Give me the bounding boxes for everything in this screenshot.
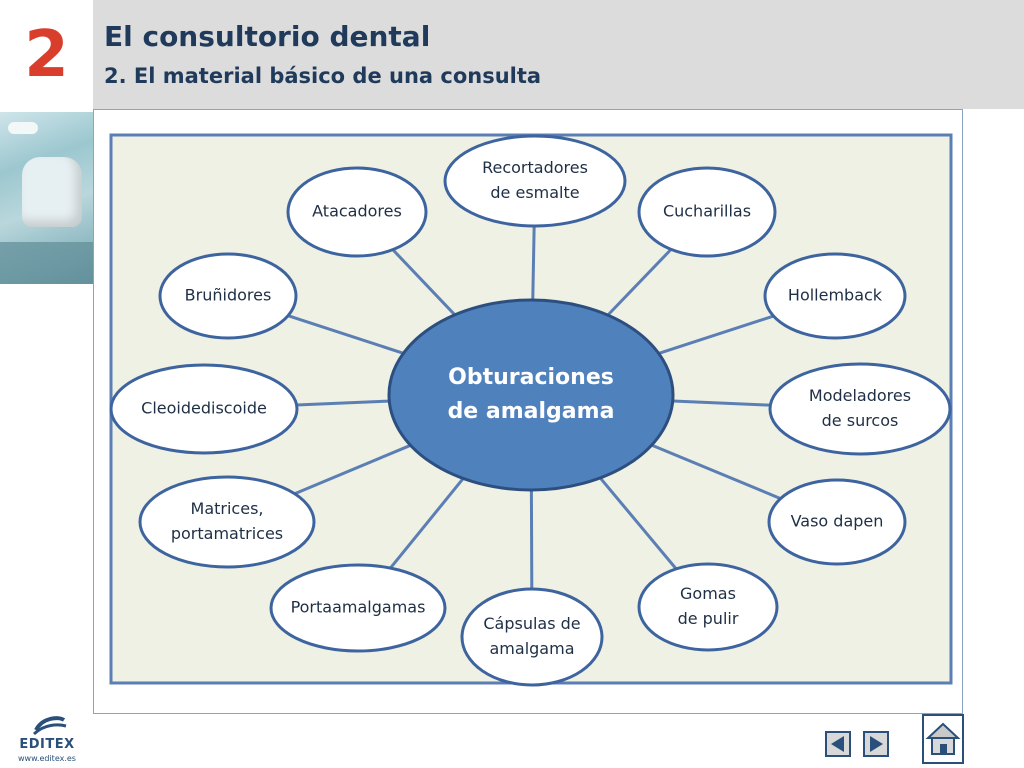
node-label-capsulas-line: amalgama xyxy=(490,639,575,658)
dental-office-photo xyxy=(0,112,93,284)
connector-atacadores xyxy=(391,248,456,316)
node-label-matrices-line: Matrices, xyxy=(191,499,264,518)
header-bar xyxy=(93,0,1024,109)
node-capsulas xyxy=(460,587,604,687)
logo-url: www.editex.es xyxy=(18,754,76,763)
node-label-cucharillas: Cucharillas xyxy=(663,202,751,221)
node-label-vaso-dapen: Vaso dapen xyxy=(791,512,884,531)
node-portaamalgamas xyxy=(269,563,447,653)
connector-portaamalgamas xyxy=(389,477,465,570)
editex-logo: EDITEX www.editex.es xyxy=(14,712,80,764)
node-gomas xyxy=(637,562,779,652)
node-label-recortadores-line: Recortadores xyxy=(482,158,588,177)
node-label-hollemback-line: Hollemback xyxy=(788,286,883,305)
node-atacadores xyxy=(286,166,428,258)
connector-cucharillas xyxy=(606,248,673,317)
node-label-modeladores-line: Modeladores xyxy=(809,386,911,405)
connector-brunidores xyxy=(287,314,404,355)
node-label-modeladores-line: de surcos xyxy=(822,411,899,430)
node-brunidores xyxy=(158,252,298,340)
page-subtitle: 2. El material básico de una consulta xyxy=(104,64,542,88)
node-label-cucharillas-line: Cucharillas xyxy=(663,202,751,221)
node-label-gomas-line: Gomas xyxy=(680,584,736,603)
connector-modeladores xyxy=(672,399,771,407)
node-cleoidediscoide xyxy=(109,363,299,455)
node-hollemback xyxy=(763,252,907,340)
triangle-right-icon xyxy=(870,736,883,752)
connector-hollemback xyxy=(658,314,774,355)
photo-dental-chair xyxy=(22,157,82,227)
node-label-cleoidediscoide-line: Cleoidediscoide xyxy=(141,399,267,418)
node-label-capsulas-line: Cápsulas de xyxy=(483,614,580,633)
connector-recortadores xyxy=(531,225,536,301)
center-group: Obturaciones de amalgama xyxy=(387,298,675,492)
node-label-recortadores: Recortadores de esmalte xyxy=(482,158,588,202)
node-recortadores xyxy=(443,134,627,228)
photo-floor xyxy=(0,242,93,284)
connectors xyxy=(287,225,782,590)
node-label-vaso-dapen-line: Vaso dapen xyxy=(791,512,884,531)
center-node-label-line: Obturaciones xyxy=(448,365,614,390)
connector-gomas xyxy=(599,476,678,570)
node-label-portaamalgamas: Portaamalgamas xyxy=(291,598,426,617)
editex-logo-icon xyxy=(32,716,67,736)
photo-lamp xyxy=(8,122,38,134)
node-label-brunidores: Bruñidores xyxy=(185,286,272,305)
center-node-label: Obturaciones de amalgama xyxy=(448,365,615,424)
node-vaso-dapen xyxy=(767,478,907,566)
center-node xyxy=(387,298,675,492)
node-label-gomas-line: de pulir xyxy=(678,609,739,628)
node-label-cleoidediscoide: Cleoidediscoide xyxy=(141,399,267,418)
logo-text: EDITEX xyxy=(19,737,75,752)
node-label-atacadores: Atacadores xyxy=(312,202,402,221)
node-label-brunidores-line: Bruñidores xyxy=(185,286,272,305)
nodes: Recortadores de esmalteCucharillasHollemb… xyxy=(109,134,952,687)
node-label-atacadores-line: Atacadores xyxy=(312,202,402,221)
node-label-modeladores: Modeladores de surcos xyxy=(809,386,911,430)
page-title: El consultorio dental xyxy=(104,20,431,53)
node-label-gomas: Gomas de pulir xyxy=(678,584,739,628)
node-label-portaamalgamas-line: Portaamalgamas xyxy=(291,598,426,617)
connector-vaso-dapen xyxy=(651,443,782,500)
node-label-hollemback: Hollemback xyxy=(788,286,883,305)
node-cucharillas xyxy=(637,166,777,258)
node-label-matrices: Matrices, portamatrices xyxy=(171,499,283,543)
node-label-recortadores-line: de esmalte xyxy=(490,183,579,202)
node-label-capsulas: Cápsulas de amalgama xyxy=(483,614,580,658)
center-node-label-line: de amalgama xyxy=(448,399,615,424)
chapter-number: 2 xyxy=(24,17,69,92)
node-matrices xyxy=(138,475,316,569)
node-label-matrices-line: portamatrices xyxy=(171,524,283,543)
prev-button[interactable] xyxy=(825,731,851,757)
home-button[interactable] xyxy=(922,714,964,764)
next-button[interactable] xyxy=(863,731,889,757)
home-icon xyxy=(925,722,961,755)
connector-matrices xyxy=(294,443,412,496)
connector-cleoidediscoide xyxy=(296,399,390,407)
triangle-left-icon xyxy=(831,736,844,752)
node-modeladores xyxy=(768,362,952,456)
